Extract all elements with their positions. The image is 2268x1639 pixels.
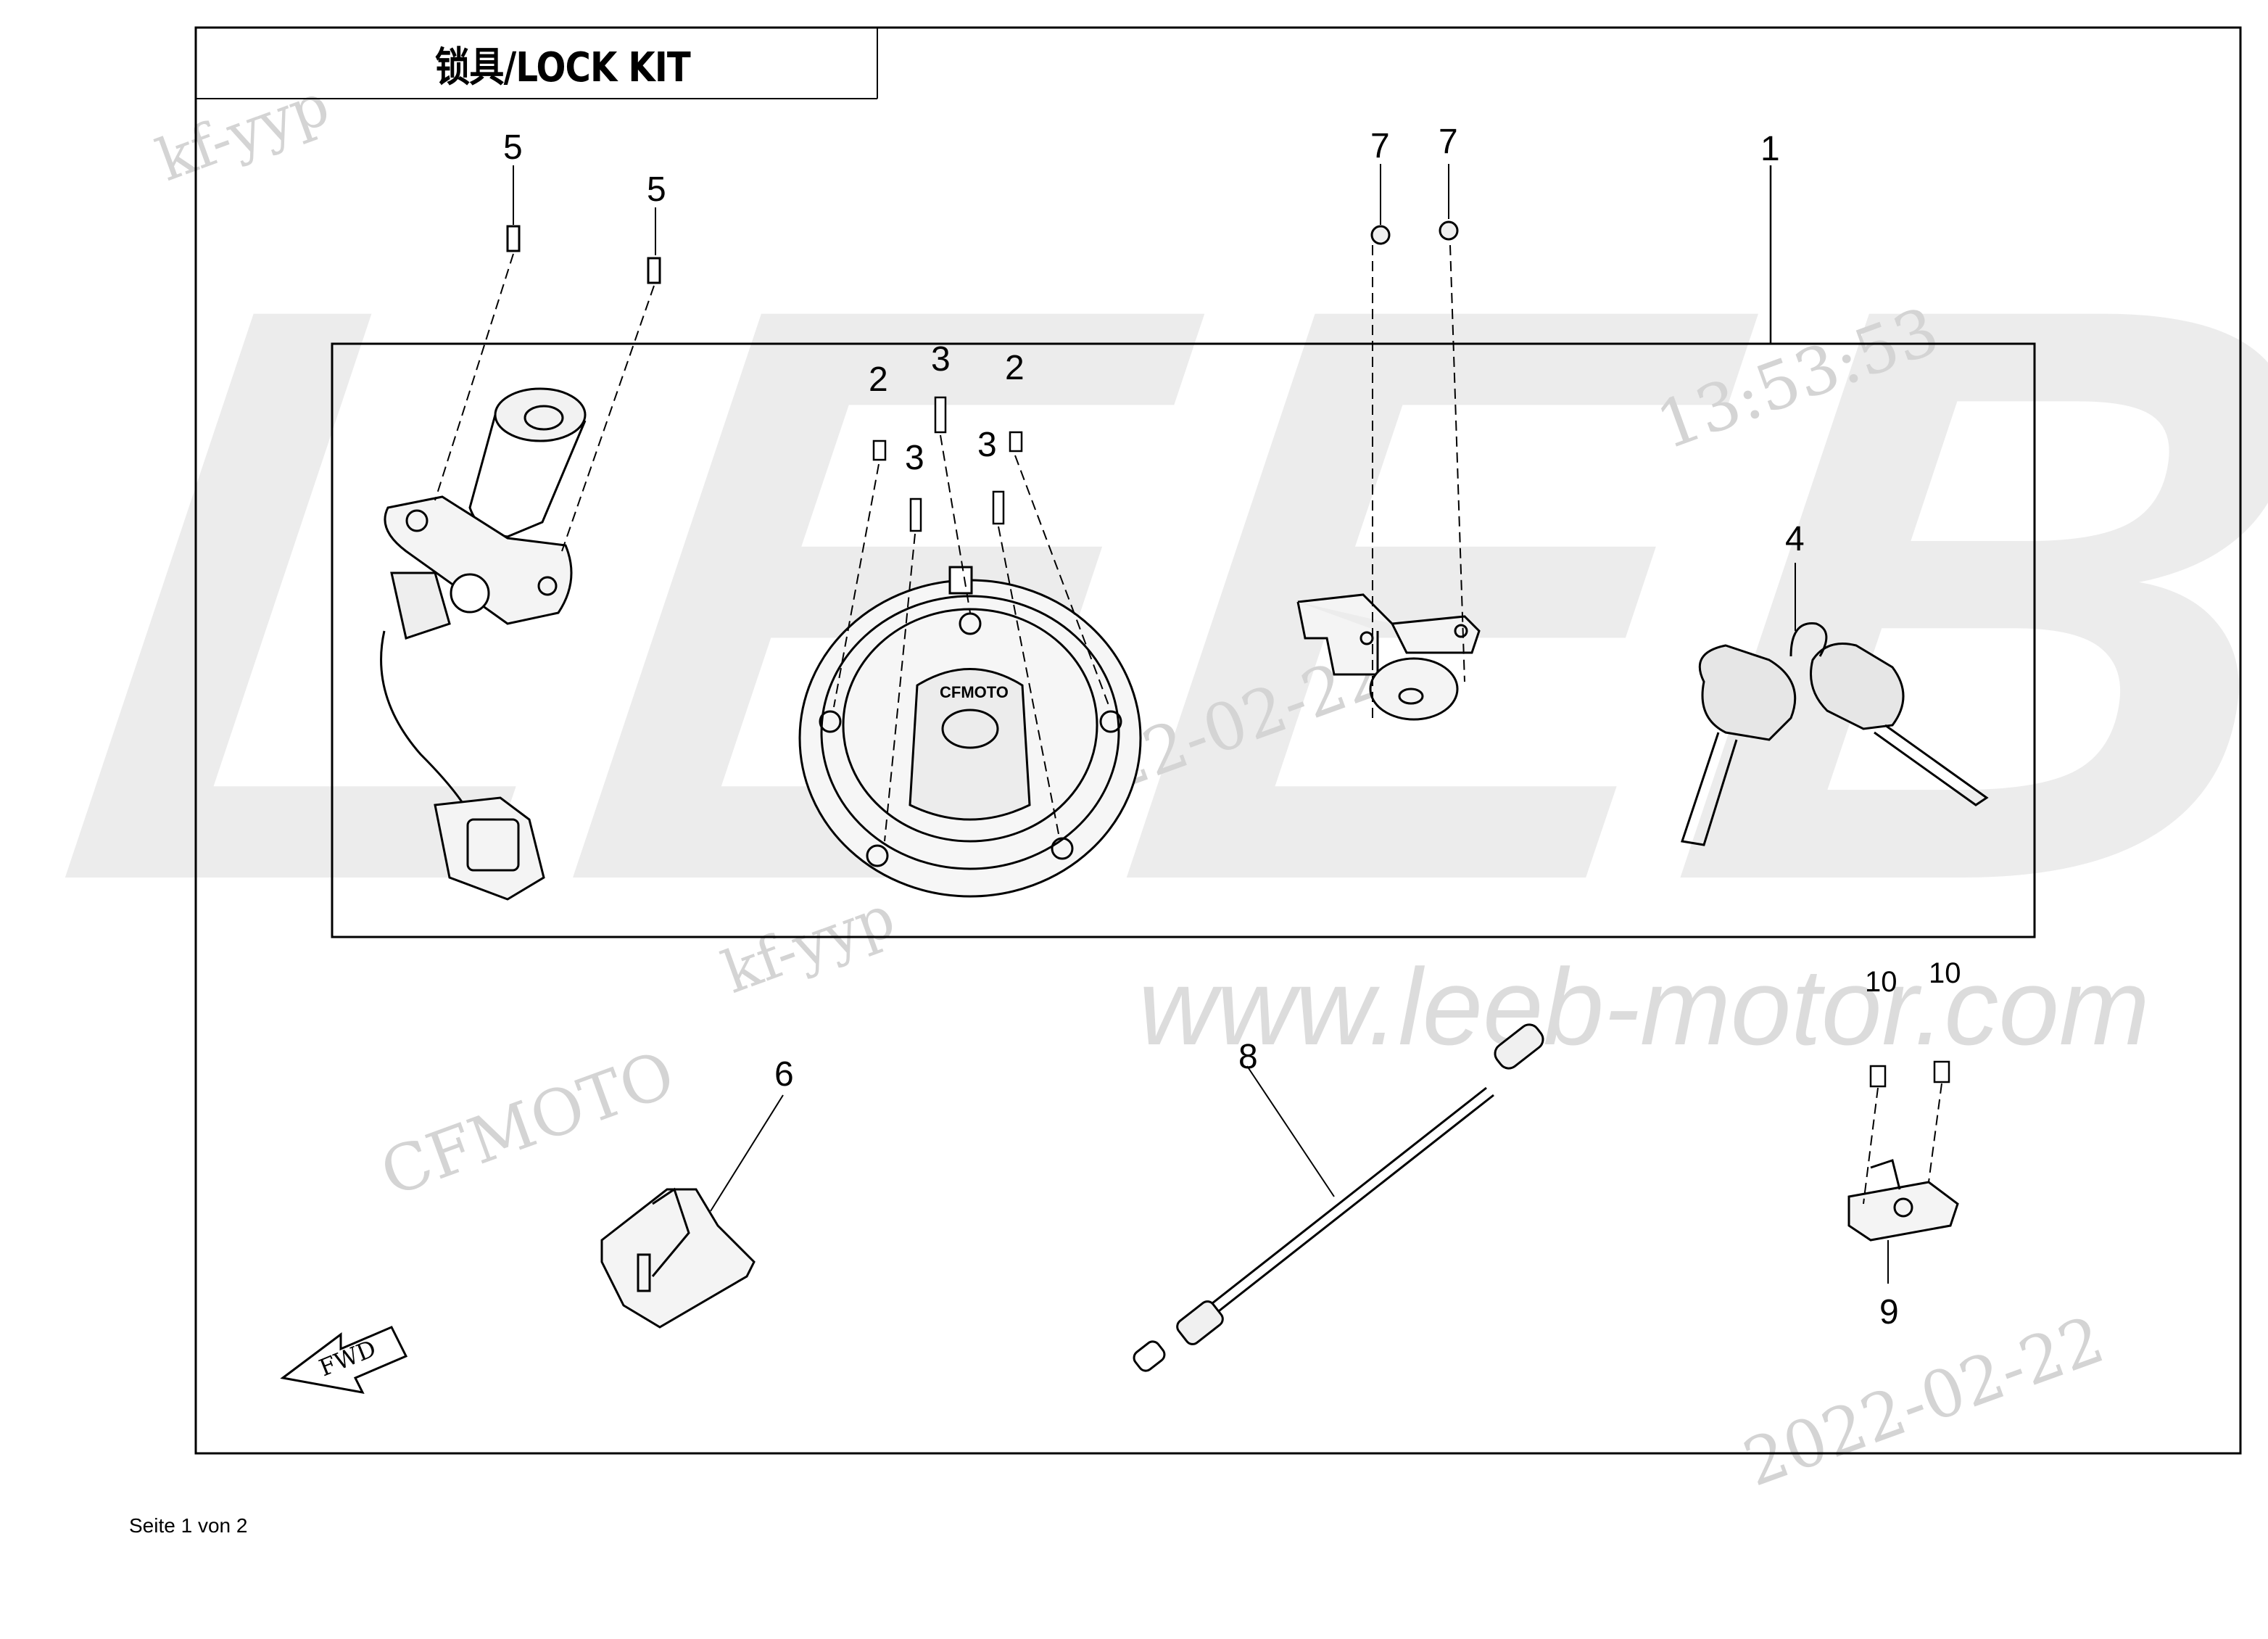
fwd-arrow: [280, 1326, 408, 1395]
callout-3b: 3: [905, 439, 924, 477]
kit-box: [331, 342, 2036, 938]
tank-cap-logo: CFMOTO: [940, 683, 1009, 701]
screw-10a: [1869, 1065, 1887, 1088]
page-footer: Seite 1 von 2: [129, 1514, 248, 1537]
screw-2b: [1009, 431, 1023, 453]
ignition-switch: [380, 387, 587, 901]
part-6-bracket: [600, 1187, 756, 1329]
callout-5a: 5: [503, 128, 523, 167]
callout-7a: 7: [1370, 127, 1390, 165]
screw-5b: [647, 257, 661, 284]
callout-7b: 7: [1439, 123, 1458, 161]
callout-3c: 3: [977, 426, 997, 464]
keys: [1681, 622, 1989, 846]
fuel-tank-cap: [798, 566, 1142, 898]
page-title: 锁具/LOCK KIT: [435, 44, 691, 91]
screw-5a: [506, 225, 521, 252]
leader-6: [710, 1094, 784, 1212]
screw-3a: [934, 396, 947, 434]
screw-3c: [992, 490, 1005, 525]
seat-lock: [1296, 593, 1481, 721]
callout-3a: 3: [931, 340, 951, 379]
nut-7b: [1439, 220, 1459, 241]
callout-10a: 10: [1865, 966, 1897, 998]
callout-4: 4: [1785, 520, 1805, 558]
part-8-cable: [1133, 1023, 1544, 1372]
callout-1: 1: [1760, 130, 1780, 168]
part-9-latch: [1847, 1159, 1959, 1242]
screw-3b: [909, 498, 922, 532]
screw-2a: [872, 439, 887, 461]
outer-frame: [194, 26, 2242, 1455]
callout-2b: 2: [1005, 349, 1025, 387]
callout-6: 6: [774, 1055, 794, 1094]
nut-7a: [1370, 225, 1391, 245]
watermark-site: www.leeb-motor.com: [1138, 946, 2150, 1068]
leader-8: [1246, 1065, 1335, 1197]
callout-8: 8: [1238, 1038, 1258, 1076]
callout-5b: 5: [647, 170, 666, 209]
callout-2a: 2: [869, 360, 888, 399]
callout-9: 9: [1879, 1293, 1899, 1332]
screw-10b: [1933, 1060, 1950, 1083]
callout-10b: 10: [1929, 957, 1961, 989]
